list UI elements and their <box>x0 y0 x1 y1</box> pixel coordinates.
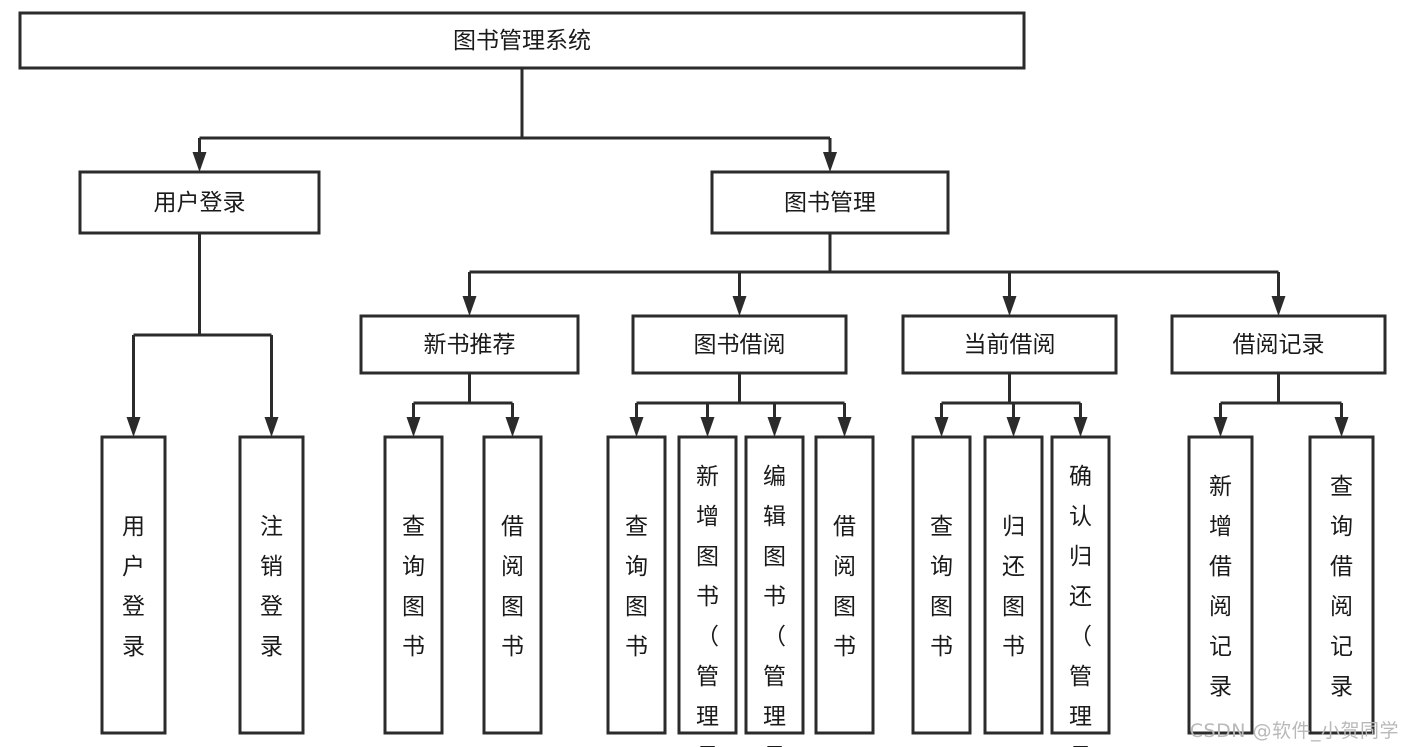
node-leaf-query-book-3-label: 查询图书 <box>930 514 953 660</box>
arrow-head-icon <box>406 417 421 437</box>
node-root-图书管理系统-label: 图书管理系统 <box>453 28 591 54</box>
arrow-head-icon <box>629 417 644 437</box>
node-current-borrow-box <box>901 314 1118 375</box>
watermark-label: CSDN @软件_小贺同学 <box>1189 720 1399 742</box>
node-leaf-return-book-box <box>983 435 1044 735</box>
node-leaf-return-book-label: 归还图书 <box>1002 514 1025 660</box>
node-new-book-recommend-box <box>359 314 580 375</box>
arrow-head-icon <box>1002 296 1017 316</box>
node-book-borrow[interactable]: 图书借阅 <box>631 314 848 375</box>
arrow-head-icon <box>732 296 747 316</box>
node-leaf-add-record-box <box>1187 435 1254 735</box>
arrow-head-icon <box>700 417 715 437</box>
edge-layer <box>126 68 1349 437</box>
node-leaf-query-book-1[interactable]: 查询图书 <box>383 435 444 735</box>
node-user-login[interactable]: 用户登录 <box>78 170 321 235</box>
node-leaf-confirm-return-label: 确认归还（管理员） <box>1069 464 1092 747</box>
node-leaf-return-book[interactable]: 归还图书 <box>983 435 1044 735</box>
arrow-head-icon <box>823 152 837 172</box>
node-leaf-add-book-admin-label: 新增图书（管理员） <box>696 464 719 747</box>
node-root-图书管理系统[interactable]: 图书管理系统 <box>18 11 1026 70</box>
node-leaf-add-record[interactable]: 新增借阅记录 <box>1187 435 1254 735</box>
node-leaf-query-record-label: 查询借阅记录 <box>1330 474 1353 700</box>
node-leaf-query-record[interactable]: 查询借阅记录 <box>1308 435 1375 735</box>
node-book-borrow-label: 图书借阅 <box>694 332 786 358</box>
arrow-head-icon <box>192 152 207 172</box>
arrow-head-icon <box>505 417 520 437</box>
node-book-borrow-box <box>631 314 848 375</box>
node-leaf-query-book-2-label: 查询图书 <box>625 514 648 660</box>
node-leaf-query-book-2[interactable]: 查询图书 <box>606 435 667 735</box>
node-leaf-query-book-1-label: 查询图书 <box>402 514 425 660</box>
node-book-management-label: 图书管理 <box>784 190 876 216</box>
node-borrow-record[interactable]: 借阅记录 <box>1170 314 1387 375</box>
node-layer: 图书管理系统用户登录图书管理新书推荐图书借阅当前借阅借阅记录用户登录注销登录查询… <box>18 11 1387 747</box>
node-leaf-query-book-2-box <box>606 435 667 735</box>
node-borrow-record-label: 借阅记录 <box>1233 332 1325 358</box>
node-leaf-query-book-3-box <box>911 435 972 735</box>
node-leaf-borrow-book-2-label: 借阅图书 <box>833 514 856 660</box>
node-current-borrow[interactable]: 当前借阅 <box>901 314 1118 375</box>
arrow-head-icon <box>264 417 279 437</box>
node-leaf-query-book-1-box <box>383 435 444 735</box>
node-leaf-user-login-box <box>100 435 167 735</box>
node-user-login-label: 用户登录 <box>154 190 246 216</box>
arrow-head-icon <box>1006 417 1021 437</box>
arrow-head-icon <box>767 417 782 437</box>
arrow-head-icon <box>1271 296 1286 316</box>
node-leaf-add-record-label: 新增借阅记录 <box>1209 474 1232 700</box>
node-leaf-user-login-label: 用户登录 <box>122 514 145 660</box>
node-book-management[interactable]: 图书管理 <box>710 170 950 235</box>
node-leaf-user-logout[interactable]: 注销登录 <box>238 435 305 735</box>
node-leaf-borrow-book-2-box <box>814 435 875 735</box>
node-leaf-confirm-return-box <box>1050 435 1111 735</box>
node-leaf-add-book-admin-box <box>677 435 738 735</box>
node-leaf-edit-book-admin-label: 编辑图书（管理员） <box>763 464 786 747</box>
arrow-head-icon <box>1073 417 1088 437</box>
node-new-book-recommend-label: 新书推荐 <box>424 332 516 358</box>
arrow-head-icon <box>1213 417 1228 437</box>
arrow-head-icon <box>837 417 852 437</box>
node-new-book-recommend[interactable]: 新书推荐 <box>359 314 580 375</box>
node-leaf-borrow-book-1[interactable]: 借阅图书 <box>482 435 543 735</box>
arrow-head-icon <box>934 417 949 437</box>
arrow-head-icon <box>1334 417 1349 437</box>
node-leaf-borrow-book-1-label: 借阅图书 <box>501 514 524 660</box>
node-leaf-borrow-book-2[interactable]: 借阅图书 <box>814 435 875 735</box>
arrow-head-icon <box>462 296 477 316</box>
node-user-login-box <box>78 170 321 235</box>
node-book-management-box <box>710 170 950 235</box>
node-borrow-record-box <box>1170 314 1387 375</box>
arrow-head-icon <box>126 417 141 437</box>
node-leaf-user-logout-box <box>238 435 305 735</box>
node-leaf-add-book-admin[interactable]: 新增图书（管理员） <box>677 435 738 747</box>
node-leaf-query-record-box <box>1308 435 1375 735</box>
node-current-borrow-label: 当前借阅 <box>964 332 1056 358</box>
node-leaf-user-logout-label: 注销登录 <box>260 514 283 660</box>
node-leaf-query-book-3[interactable]: 查询图书 <box>911 435 972 735</box>
node-leaf-borrow-book-1-box <box>482 435 543 735</box>
node-leaf-edit-book-admin-box <box>744 435 805 735</box>
node-leaf-confirm-return[interactable]: 确认归还（管理员） <box>1050 435 1111 747</box>
node-leaf-edit-book-admin[interactable]: 编辑图书（管理员） <box>744 435 805 747</box>
node-root-图书管理系统-box <box>18 11 1026 70</box>
node-leaf-user-login[interactable]: 用户登录 <box>100 435 167 735</box>
